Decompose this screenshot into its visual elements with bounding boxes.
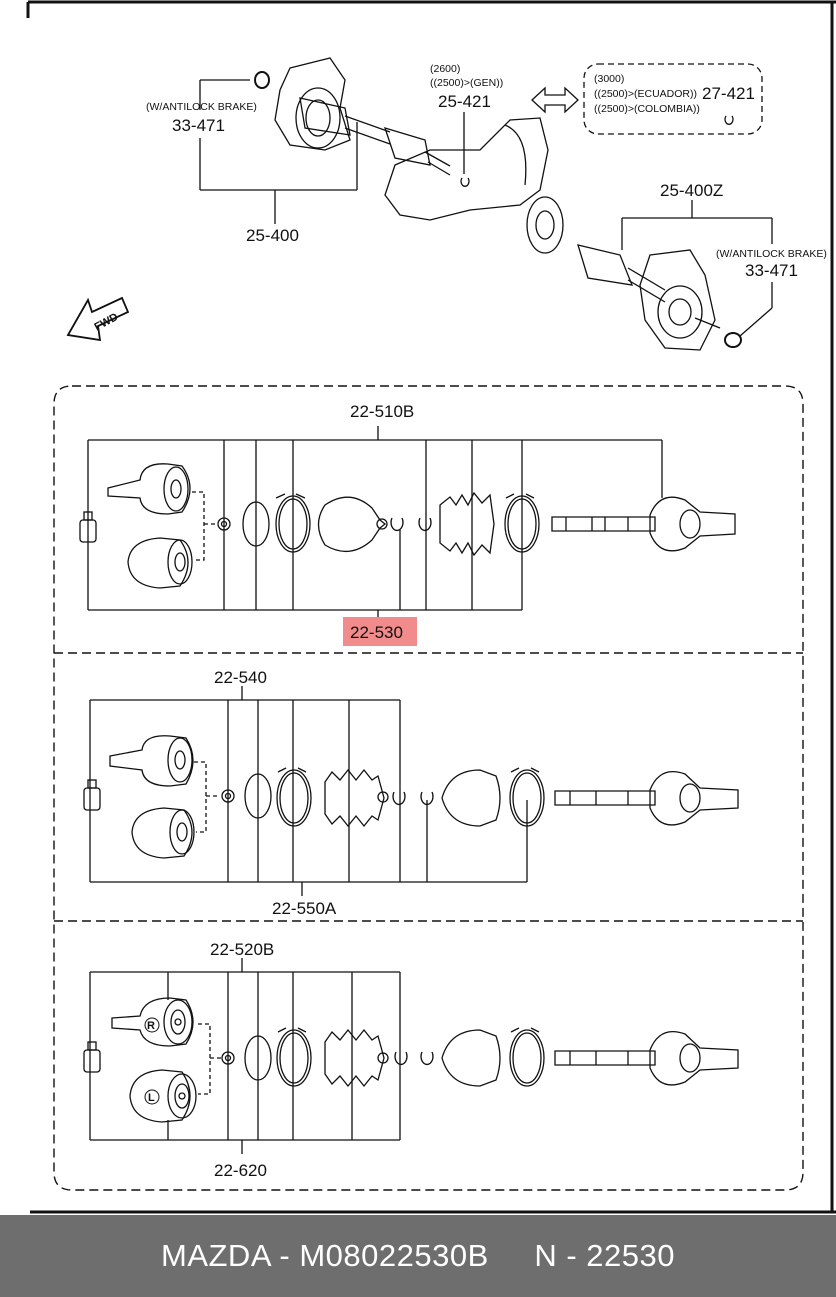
label-right-note-1: (3000) — [594, 73, 624, 85]
double-arrow — [531, 86, 579, 114]
right-knuckle-drawing — [639, 249, 716, 351]
label-right-abs-code: 33-471 — [745, 261, 798, 280]
s3-right-joint — [111, 997, 194, 1047]
differential-drawing — [384, 117, 549, 221]
label-fwd: FWD — [92, 311, 120, 333]
s2-clamp-a — [276, 769, 312, 827]
s2-bottom-code: 22-550A — [272, 899, 337, 918]
s2-outer-housing — [109, 735, 194, 787]
s3-clamp-a — [276, 1029, 312, 1087]
section-3 — [83, 958, 739, 1154]
s3-small-clamp-a — [394, 1051, 408, 1065]
s3-small-clamp-b — [420, 1051, 434, 1065]
s1-shaft — [551, 516, 656, 532]
s1-inner-boot — [317, 496, 387, 552]
s3-outer-boot — [441, 1029, 501, 1087]
s3-left-joint — [129, 1069, 191, 1123]
label-mid-note-2: ((2500)>(GEN)) — [430, 77, 503, 89]
s3-spider-ring — [244, 1035, 272, 1081]
right-abs-ring — [724, 332, 742, 348]
top-labels: (W/ANTILOCK BRAKE) 33-471 25-400 (2600) … — [92, 63, 826, 333]
s3-top-code: 22-520B — [210, 940, 274, 959]
s3-clamp-b — [509, 1029, 545, 1087]
s1-outer-boot — [439, 491, 495, 557]
s1-spider-ring — [242, 501, 270, 547]
s2-outer-boot — [441, 769, 501, 827]
s2-spider-ring — [244, 773, 272, 819]
label-right-code: 27-421 — [702, 84, 755, 103]
footer-bar: MAZDA - M08022530B N - 22530 — [0, 1215, 836, 1297]
top-assembly — [66, 57, 773, 351]
variant-note-box — [583, 63, 763, 135]
s2-clamp-b — [509, 769, 545, 827]
sections-panel — [53, 385, 804, 1191]
s3-outer-joint — [649, 1030, 739, 1086]
left-knuckle-drawing — [274, 57, 351, 151]
s2-shaft — [554, 790, 656, 806]
right-axle-drawing — [577, 244, 634, 286]
section-1 — [79, 426, 736, 620]
footer-number: N - 22530 — [534, 1238, 675, 1273]
label-left-abs-code: 33-471 — [172, 116, 225, 135]
s2-small-clamp-b — [420, 791, 434, 805]
s2-inner-housing — [131, 807, 193, 859]
s1-outer-housing — [107, 463, 191, 515]
s2-small-clamp-a — [392, 791, 406, 805]
label-right-abs-note: (W/ANTILOCK BRAKE) — [716, 248, 827, 260]
label-mid-code: 25-421 — [438, 92, 491, 111]
s2-grease-tube — [83, 787, 101, 811]
frame — [26, 0, 836, 1214]
label-left-shaft-code: 25-400 — [246, 226, 299, 245]
s3-grease-tube — [83, 1049, 101, 1073]
s1-bottom-code: 22-530 — [350, 623, 403, 642]
s3-bottom-code: 22-620 — [214, 1161, 267, 1180]
s2-boot-bellows — [324, 768, 385, 828]
s1-clamp-b — [504, 495, 540, 553]
clip-27-421 — [724, 115, 734, 125]
label-right-shaft-code: 25-400Z — [660, 181, 723, 200]
clip-25-421 — [460, 177, 470, 187]
s3-shaft — [554, 1050, 656, 1066]
s2-top-code: 22-540 — [214, 668, 267, 687]
s1-top-code: 22-510B — [350, 402, 414, 421]
label-right-note-2: ((2500)>(ECUADOR)) — [594, 88, 697, 100]
s3-left-mark: L — [148, 1092, 155, 1104]
left-axle-drawing — [299, 97, 351, 136]
s1-small-clamp-a — [390, 517, 404, 531]
highlight-box — [343, 617, 417, 646]
left-abs-ring — [254, 71, 270, 89]
fwd-arrow — [66, 296, 130, 342]
s1-small-clamp-b — [418, 517, 432, 531]
s1-clamp-a — [275, 495, 311, 553]
s1-outer-joint — [649, 496, 736, 552]
section-2 — [83, 686, 739, 896]
label-mid-note-1: (2600) — [430, 63, 460, 75]
parts-diagram: (W/ANTILOCK BRAKE) 33-471 25-400 (2600) … — [26, 0, 836, 1214]
label-right-note-3: ((2500)>(COLOMBIA)) — [594, 103, 700, 115]
s3-right-mark: R — [147, 1020, 155, 1032]
footer-brand: MAZDA - M08022530B — [161, 1238, 489, 1273]
s3-boot-bellows — [324, 1028, 385, 1088]
s1-inner-housing — [127, 537, 189, 589]
s2-outer-joint — [649, 770, 739, 826]
label-left-abs-note: (W/ANTILOCK BRAKE) — [146, 101, 257, 113]
